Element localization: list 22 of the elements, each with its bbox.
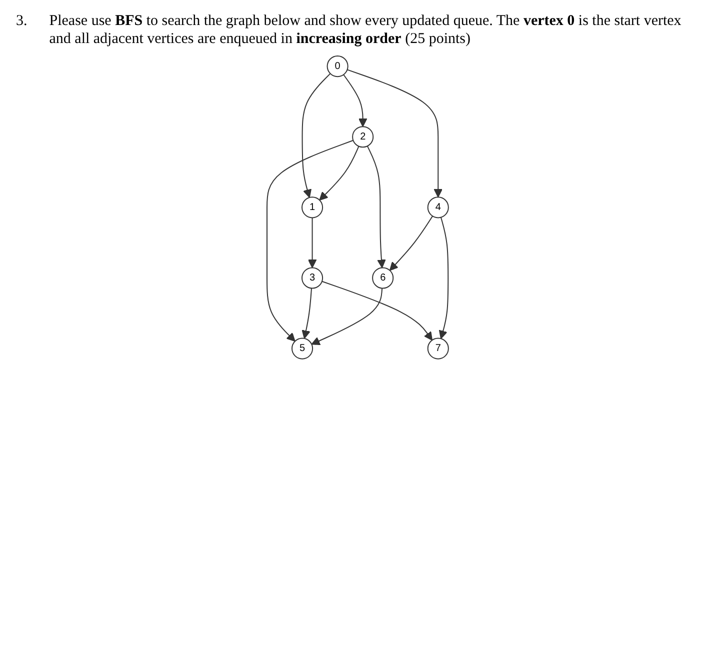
node-circle: 7 [427,338,449,360]
arrow [308,217,316,268]
arrow [342,74,368,127]
arrow [302,288,312,339]
node-circle: 2 [352,126,374,148]
question-text: Please use BFS to search the graph below and show every updated queue. The vertex 0 is the start vertex and all adjacent vertices are enqueued in increasing order (25 points) [49,12,682,48]
node-circle: 1 [301,196,323,218]
node-circle: 6 [372,267,394,289]
arrow [311,288,382,346]
arrow [346,69,442,198]
arrow [266,140,354,342]
question-number: 3. [16,12,28,31]
arrow [302,73,331,198]
node-circle: 4 [427,196,449,218]
node-circle: 3 [301,267,323,289]
arrow [321,280,432,341]
arrow [366,146,386,268]
node-circle: 5 [291,338,313,360]
arrow [438,216,448,340]
arrow [318,146,360,201]
node-circle: 0 [326,56,348,78]
arrow [389,216,433,271]
